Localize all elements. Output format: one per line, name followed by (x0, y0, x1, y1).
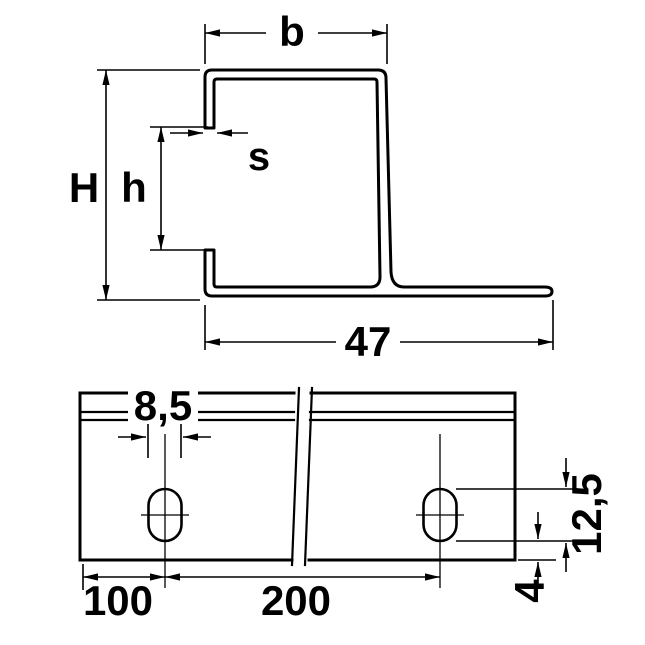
dim-label-H: H (69, 164, 99, 211)
dimension-s: s (170, 129, 270, 179)
dimension-slot-length: 12,5 (456, 458, 610, 572)
dim-label-b: b (279, 8, 305, 55)
dim-label-slot-length: 12,5 (563, 473, 610, 555)
dimension-47: 47 (204, 300, 554, 365)
dim-label-offset-first: 100 (83, 577, 153, 624)
label-mask (266, 10, 318, 52)
dim-label-s: s (248, 135, 270, 179)
dimension-slot-width: 8,5 (118, 382, 211, 458)
label-mask (128, 388, 198, 424)
dim-label-bottom-edge: 4 (506, 579, 553, 603)
dim-label-width: 47 (345, 318, 392, 365)
dimension-hole-spacing: 100 200 (82, 564, 440, 624)
dimension-bottom-edge: 4 (506, 512, 556, 603)
rail-front-view: 8,5 100 200 12,5 4 (78, 382, 610, 624)
break-line-right (303, 386, 314, 567)
dimension-H: H (69, 69, 200, 301)
dim-label-pitch: 200 (261, 577, 331, 624)
dimension-b: b (204, 8, 388, 64)
break-line-left (290, 386, 301, 567)
dimension-h: h (121, 126, 208, 251)
dim-label-slot-width: 8,5 (134, 382, 192, 429)
profile-cross-section: b H h s 47 (69, 8, 554, 365)
dim-label-h: h (121, 164, 147, 211)
profile-outline (203, 68, 554, 298)
label-mask (336, 318, 400, 362)
